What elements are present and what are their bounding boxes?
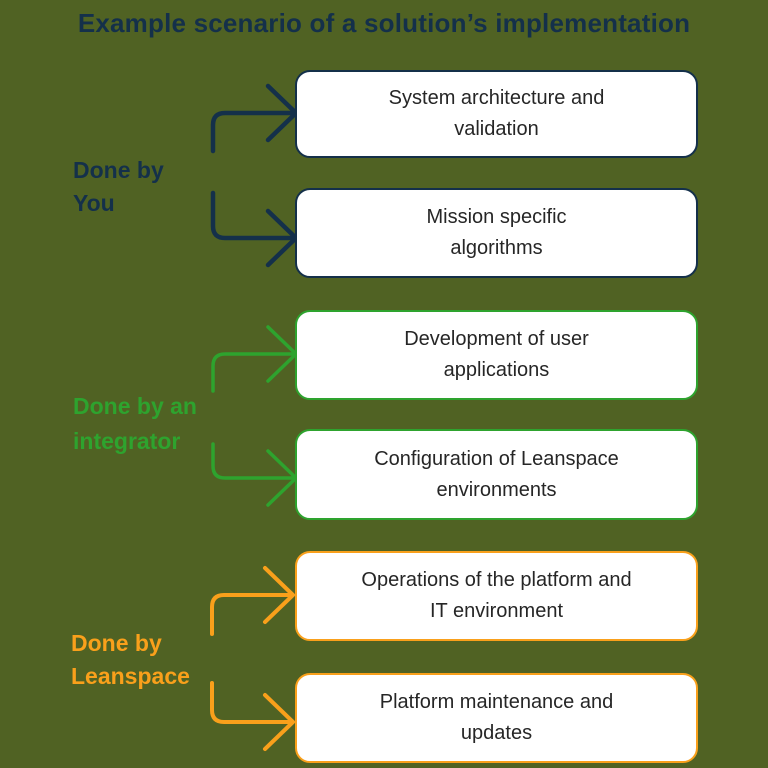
task-box-system-architecture: System architecture and validation — [295, 70, 698, 158]
task-box-label: Mission specific algorithms — [426, 206, 567, 259]
task-box-label: System architecture and validation — [388, 87, 605, 140]
task-box-label: Development of user applications — [404, 328, 589, 381]
group-label-done-by-you: Done by You — [73, 157, 164, 216]
task-box-platform-maintenance: Platform maintenance and updates — [295, 673, 698, 763]
task-box-label: Operations of the platform and IT enviro… — [361, 569, 632, 622]
arrow-leanspace-to-box5-icon — [210, 566, 295, 636]
group-label-done-by-leanspace: Done by Leanspace — [71, 630, 190, 689]
task-box-label: Configuration of Leanspace environments — [374, 447, 619, 501]
diagram-title: Example scenario of a solution’s impleme… — [77, 8, 691, 38]
arrow-you-to-box1-icon — [210, 83, 299, 154]
arrow-integrator-to-box3-icon — [211, 325, 298, 393]
task-box-mission-algorithms: Mission specific algorithms — [295, 188, 698, 278]
group-label-done-by-integrator: Done by an integrator — [73, 393, 197, 454]
task-box-label: Platform maintenance and updates — [379, 691, 614, 744]
task-box-platform-operations: Operations of the platform and IT enviro… — [295, 551, 698, 641]
arrow-leanspace-to-box6-icon — [210, 681, 295, 751]
arrow-you-to-box2-icon — [210, 190, 299, 268]
arrow-integrator-to-box4-icon — [211, 442, 298, 507]
task-box-environments-configuration: Configuration of Leanspace environments — [295, 429, 698, 520]
task-box-user-applications: Development of user applications — [295, 310, 698, 400]
